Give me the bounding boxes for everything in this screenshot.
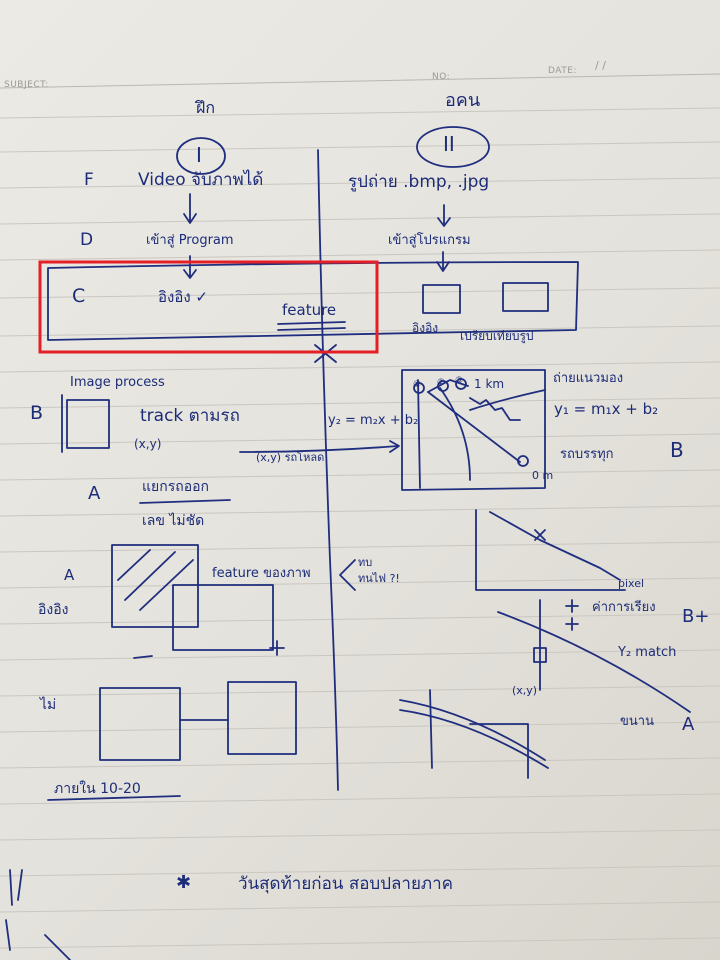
row-b-point-1: ① [413, 380, 422, 390]
right-column-numeral: II [443, 132, 455, 156]
row-d-left-text: เข้าสู่ Program [146, 233, 234, 248]
no-label: NO: [432, 72, 451, 82]
row-a-text1: แยกรถออก [142, 479, 209, 495]
row-f-right-text: รูปถ่าย .bmp, .jpg [348, 172, 490, 192]
row-b-point-3: ③ [455, 376, 464, 386]
row-a-question-note: ทบ ทนไฟ ?! [358, 556, 400, 585]
row-b-distance: 1 km [474, 377, 505, 391]
row-b-track-text: track ตามรถ [140, 406, 240, 426]
row-b-right-label: B [670, 438, 684, 462]
row-b-right-note: รถบรรทุก [560, 447, 614, 462]
row-c-label: C [72, 285, 86, 307]
row-b-label: B [30, 402, 44, 424]
right-bottom-label-b: B+ [682, 606, 710, 627]
star-icon: ✱ [176, 872, 192, 893]
highlight-box [38, 260, 379, 354]
date-value: / / [595, 59, 606, 72]
row-b-eq-right: y₁ = m₁x + b₂ [554, 400, 659, 418]
row-b-point-2: ② [437, 378, 446, 388]
row-b-xy-note: (x,y) [134, 437, 162, 451]
row-a-bottom-label: ไม่ [40, 697, 57, 713]
schedule-note: ภายใน 10-20 [54, 781, 141, 797]
row-f-left-text: Video จับภาพได้ [138, 170, 264, 190]
row-b-top-note: ถ่ายแนวมอง [553, 371, 624, 386]
row-a-text2: เลข ไม่ชัด [142, 513, 205, 529]
date-label: DATE: [548, 66, 577, 76]
row-b-point-end: 0 m [532, 469, 554, 482]
right-column-heading: อคน [445, 90, 481, 111]
row-a-pixel-label: pixel [618, 577, 645, 590]
right-bottom-label-a: A [682, 714, 695, 735]
right-bottom-note1: ค่าการเรียง [592, 600, 656, 615]
left-column-heading: ฝึก [196, 98, 216, 117]
row-c-feature: feature [282, 301, 337, 319]
row-b-eq-left: y₂ = m₂x + b₂ [328, 413, 419, 428]
right-bottom-note3: ขนาน [620, 714, 654, 729]
row-c-right-note: เปรียบเทียบรูป [460, 329, 534, 343]
row-a-second-label: A [64, 566, 75, 584]
row-a-feature-text: feature ของภาพ [212, 566, 311, 581]
row-c-right-text: อิงอิง [412, 321, 439, 335]
deadline-note: วันสุดท้ายก่อน สอบปลายภาค [238, 874, 454, 894]
subject-label: SUBJECT: [4, 80, 49, 90]
hand-drawn-diagram [5, 126, 691, 960]
row-a-label: A [88, 483, 101, 504]
row-c-left-text: อิงอิง ✓ [158, 288, 209, 306]
row-b-xy-arrow-text: (x,y) รถโหลด [256, 451, 325, 464]
row-f-label: F [84, 170, 94, 190]
left-column-numeral: I [196, 143, 202, 167]
row-b-note-top: Image process [70, 375, 165, 390]
right-bottom-note2: Y₂ match [618, 645, 677, 660]
right-bottom-xy-label: (x,y) [512, 684, 538, 697]
row-d-right-text: เข้าสู่โปรแกรม [388, 233, 471, 248]
row-a-second-note: อิงอิง [38, 602, 69, 618]
row-d-label: D [80, 230, 94, 250]
